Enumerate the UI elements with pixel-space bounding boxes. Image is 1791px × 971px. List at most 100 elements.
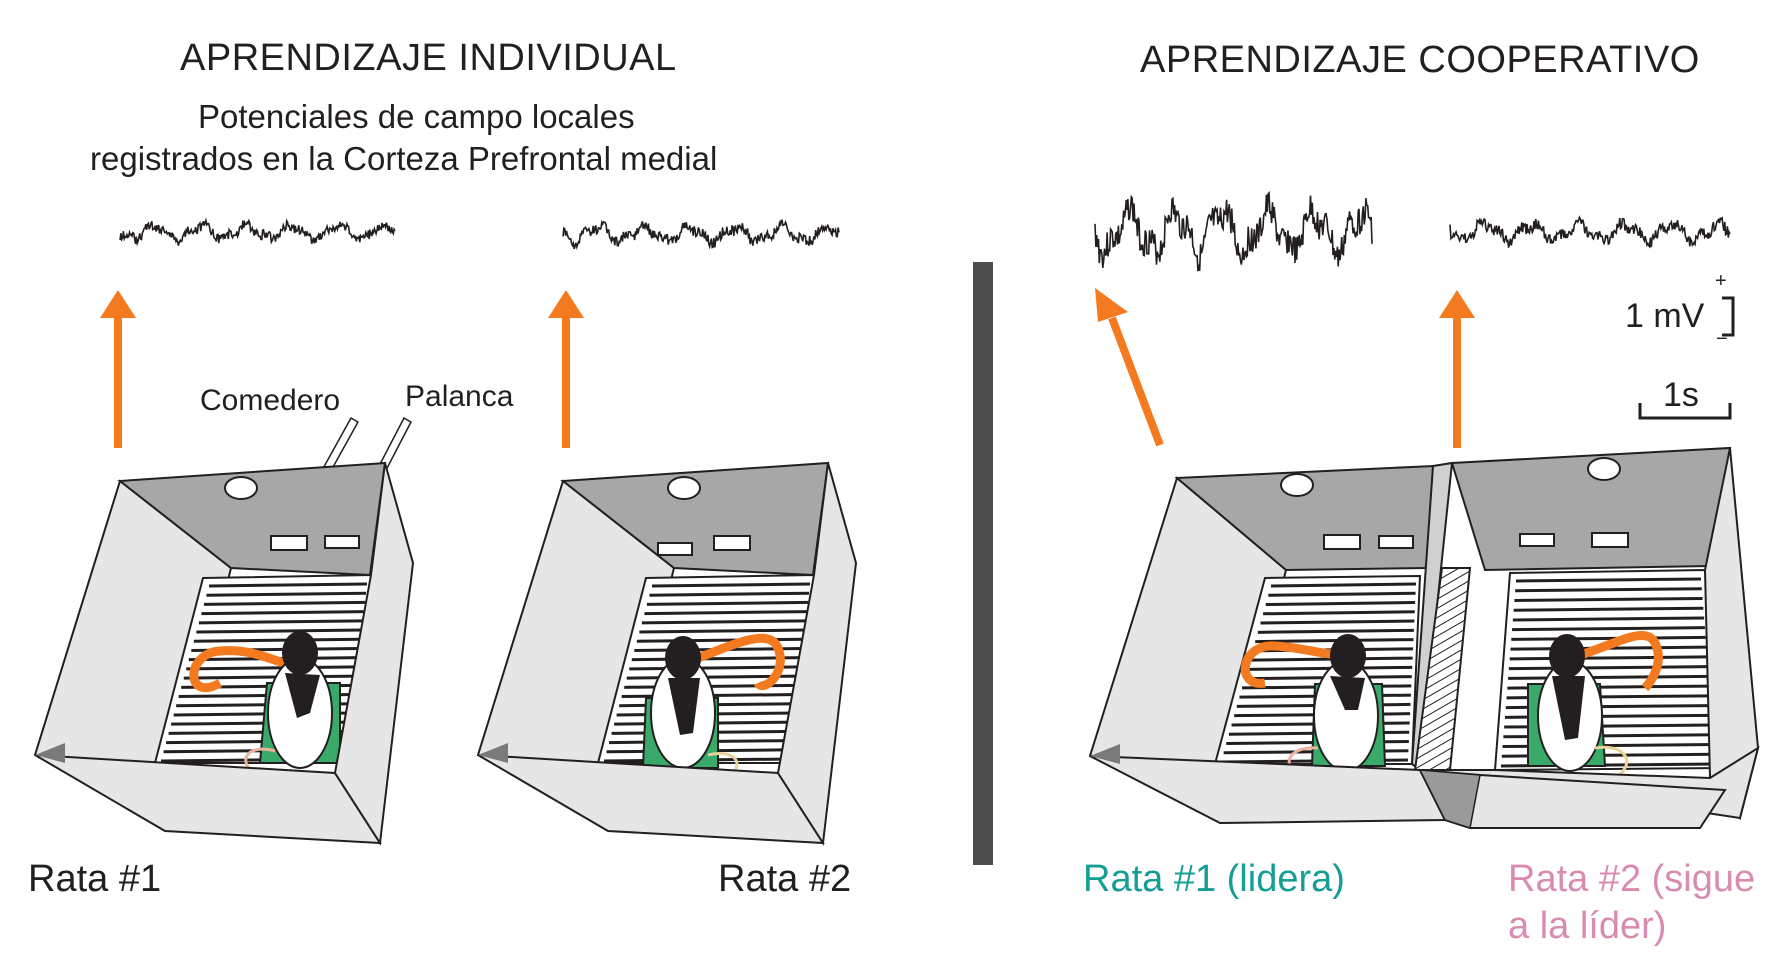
tether-cable — [681, 633, 785, 690]
lever-slot — [1519, 533, 1555, 547]
grid-bar — [1270, 582, 1417, 588]
grid-bar — [639, 628, 806, 634]
grid-bar — [206, 591, 367, 597]
grid-bar — [1513, 606, 1704, 612]
label-feeder: Comedero — [200, 384, 341, 417]
box-right-wall — [333, 462, 415, 846]
label-lever: Palanca — [405, 380, 514, 413]
grid-bar — [1260, 619, 1415, 625]
label-individual-rat2: Rata #2 — [718, 858, 852, 900]
operant-box-cooperative — [1088, 446, 1760, 829]
tether-cable — [1240, 641, 1352, 688]
arrow-individual-rat1 — [100, 290, 136, 448]
rat-head — [1549, 634, 1585, 678]
lfp-trace-cooperative-rat1 — [1094, 190, 1373, 272]
box-corner-shadow — [35, 743, 65, 763]
lever-slot — [324, 535, 360, 549]
arrow-cooperative-rat2 — [1439, 290, 1475, 448]
feeder-slot — [1323, 534, 1361, 550]
grid-bar — [1265, 601, 1416, 607]
lfp-trace-cooperative-rat2 — [1449, 215, 1731, 249]
grid-bar — [651, 582, 811, 588]
grid-bar — [1255, 638, 1414, 644]
rat-back-patch — [1552, 676, 1585, 740]
box-front-wall — [477, 754, 825, 845]
grid-bar — [636, 637, 805, 643]
rat-tail — [1594, 745, 1629, 780]
scale-bar-time — [1638, 403, 1732, 420]
label-cooperative-leader: Rata #1 (lidera) — [1083, 858, 1345, 900]
house-light — [1280, 473, 1314, 497]
feeder-slot — [713, 535, 751, 551]
grid-bar — [1515, 577, 1702, 583]
grid-bar — [1509, 655, 1708, 661]
grid-bar — [1514, 596, 1703, 602]
box-corner-shadow — [478, 743, 508, 763]
grid-bar — [1512, 616, 1705, 622]
feeder-slot — [1591, 532, 1629, 548]
rat-back-patch — [285, 673, 320, 718]
subtitle-line2: registrados en la Corteza Prefrontal med… — [90, 140, 718, 177]
grid-bar — [646, 600, 809, 606]
grid-bar — [631, 656, 803, 662]
operant-box-individual-rat1 — [33, 461, 415, 846]
rat-head — [665, 636, 701, 680]
box-front-wall — [34, 754, 382, 845]
grid-bar — [1257, 628, 1414, 634]
box-corner-shadow — [1418, 769, 1481, 829]
grid-bar — [208, 582, 368, 588]
panel-divider — [973, 262, 993, 865]
rat-head — [282, 631, 318, 675]
grid-bar — [629, 665, 802, 671]
label-individual-rat1: Rata #1 — [28, 858, 162, 900]
feeder-slot — [270, 535, 308, 551]
lever-slot — [1378, 535, 1414, 549]
grid-bar — [1512, 626, 1705, 632]
grid-bar — [201, 610, 365, 616]
grid-bar — [1515, 587, 1702, 593]
box-right-wall — [776, 462, 858, 846]
grid-bar — [1263, 610, 1415, 616]
grid-bar — [198, 619, 364, 625]
house-light — [1587, 457, 1621, 481]
subtitle-line1: Potenciales de campo locales — [198, 98, 635, 135]
scale-minus-sign: − — [1716, 328, 1728, 350]
grid-bar — [193, 637, 362, 643]
grid-bar — [641, 619, 807, 625]
scale-bar-voltage — [1722, 296, 1735, 337]
rat-back-patch — [1330, 676, 1365, 710]
house-light — [667, 476, 701, 500]
grid-bar — [649, 591, 810, 597]
scale-plus-sign: + — [1715, 270, 1727, 292]
grid-bar — [186, 665, 359, 671]
lfp-trace-individual-rat1 — [119, 217, 396, 247]
grid-bar — [644, 610, 808, 616]
rat-head — [1330, 634, 1366, 678]
scale-time-label: 1s — [1663, 376, 1699, 414]
rat-back-patch — [668, 678, 700, 735]
scale-voltage-label: 1 mV — [1625, 297, 1705, 335]
label-cooperative-follower-line2: a la líder) — [1508, 905, 1667, 947]
operant-box-individual-rat2 — [476, 461, 858, 846]
title-individual: APRENDIZAJE INDIVIDUAL — [180, 37, 677, 79]
grid-bar — [183, 674, 358, 680]
house-light — [224, 476, 258, 500]
box-corner-shadow — [1090, 744, 1120, 764]
tether-cable — [189, 646, 298, 693]
grid-bar — [203, 600, 366, 606]
tether-cable — [1568, 630, 1663, 692]
grid-bar — [1508, 674, 1709, 680]
label-cooperative-follower-line1: Rata #2 (sigue — [1508, 858, 1756, 900]
grid-bar — [196, 628, 363, 634]
title-cooperative: APRENDIZAJE COOPERATIVO — [1140, 39, 1700, 81]
arrow-individual-rat2 — [548, 290, 584, 448]
lfp-trace-individual-rat2 — [562, 219, 840, 250]
grid-bar — [1511, 635, 1706, 641]
box-front-wall-left — [1089, 755, 1447, 825]
grid-bar — [1268, 591, 1416, 597]
arrow-cooperative-rat1 — [1095, 288, 1164, 447]
lever-slot — [657, 542, 693, 556]
grid-bar — [1508, 665, 1709, 671]
